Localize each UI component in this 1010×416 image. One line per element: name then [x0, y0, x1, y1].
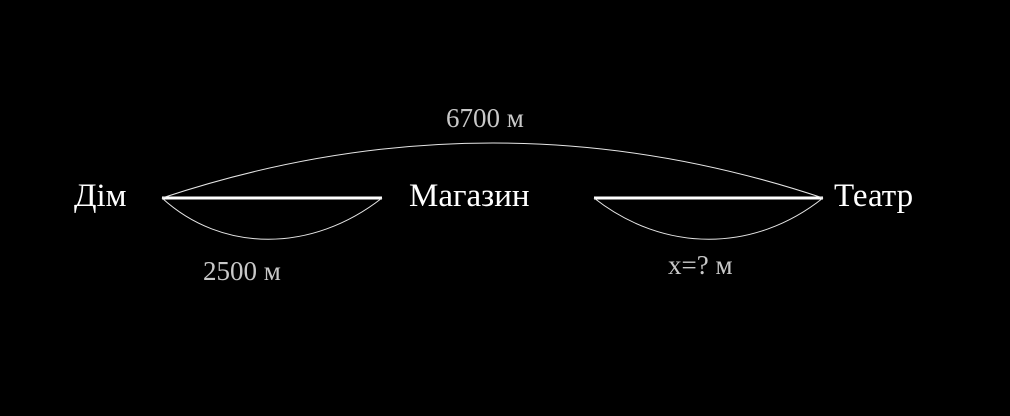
arc-home-shop: [161, 197, 383, 240]
place-label-theatre: Театр: [834, 178, 913, 214]
place-label-home: Дім: [74, 178, 127, 214]
arc-shop-theatre: [593, 197, 824, 240]
distance-label-home-shop: 2500 м: [203, 256, 281, 286]
distance-label-shop-theatre: x=? м: [668, 250, 733, 280]
distance-label-home-theatre: 6700 м: [446, 103, 524, 133]
arc-home-theatre: [161, 142, 824, 199]
place-label-shop: Магазин: [409, 178, 530, 214]
